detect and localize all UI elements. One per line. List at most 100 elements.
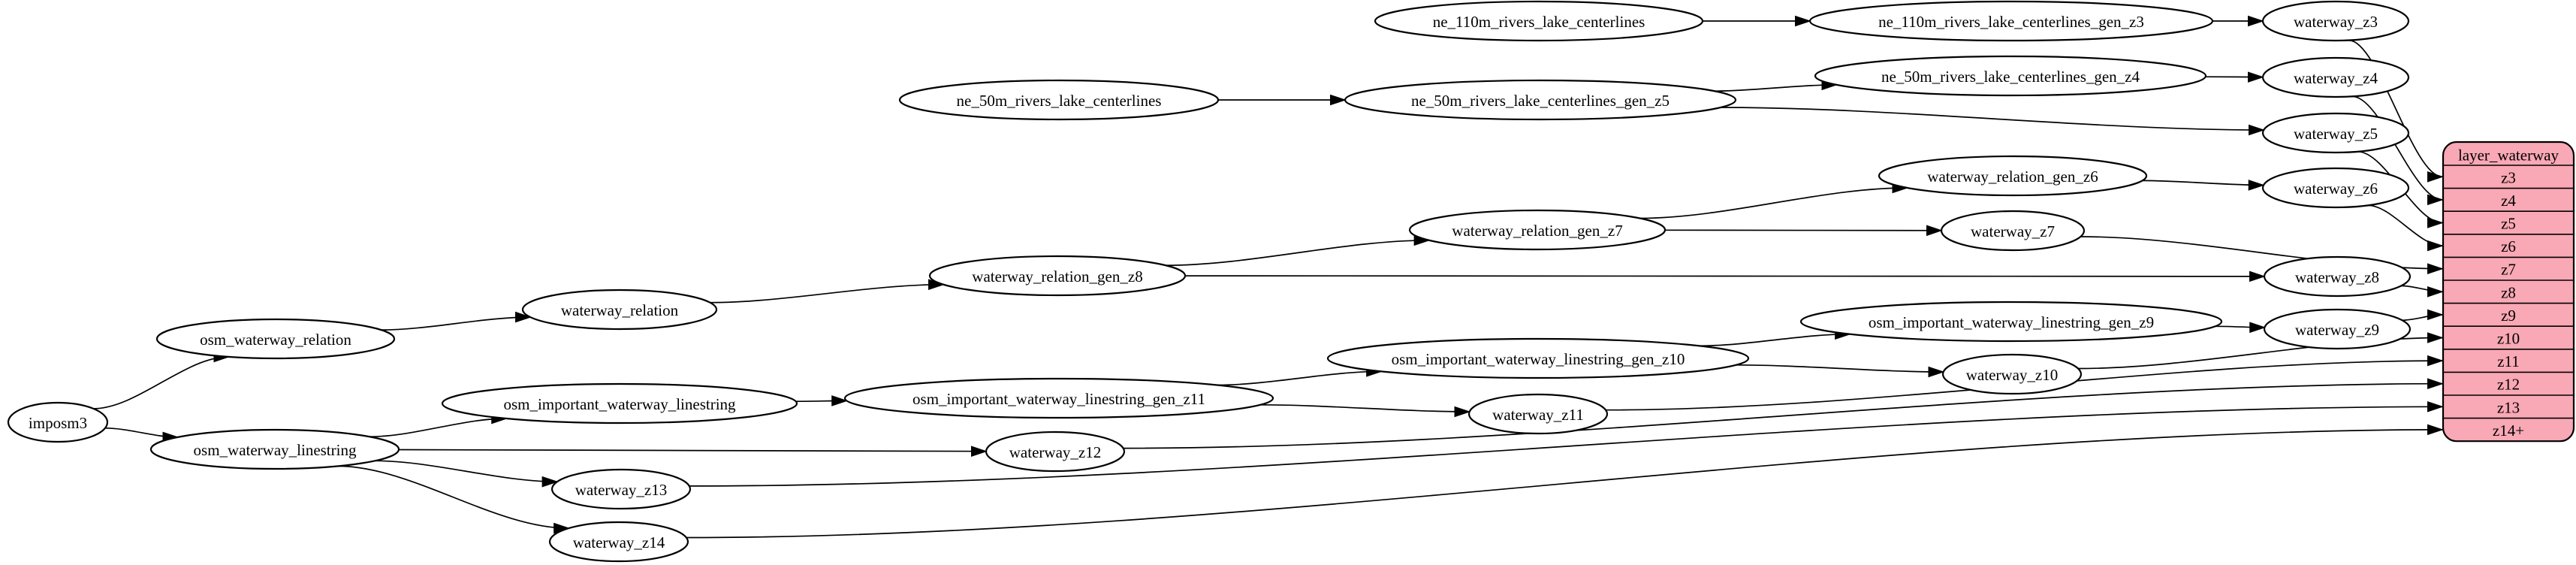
table-row-z6: z6 [2501,237,2516,255]
node-ellipse-ne_50m_rivers_lake_centerlines_gen_z4 [1814,55,2207,97]
edge-osm_important_waterway_linestring_gen_z10-to-osm_important_waterway_linestring_gen_z9 [1699,328,1852,347]
edge-waterway_z4-to-layer_waterway-z4 [2352,95,2444,206]
table-row-z3: z3 [2501,168,2516,186]
node-label-ne_110m_rivers_lake_centerlines_gen_z3: ne_110m_rivers_lake_centerlines_gen_z3 [1878,13,2144,31]
table-row-z10: z10 [2497,330,2520,348]
node-ellipse-ne_110m_rivers_lake_centerlines_gen_z3 [1808,0,2214,42]
edge-osm_important_waterway_linestring_gen_z10-to-waterway_z10 [1736,364,1945,378]
node-label-waterway_z7: waterway_z7 [1971,222,2055,240]
edge-waterway_z12-to-layer_waterway-z12 [1123,378,2444,449]
node-osm_important_waterway_linestring: osm_important_waterway_linestring [441,382,798,425]
edge-osm_waterway_linestring-to-waterway_z13 [375,460,559,488]
table-row-z12: z12 [2497,376,2520,394]
edge-waterway_z6-to-layer_waterway-z6 [2367,204,2444,252]
table-row-z14+: z14+ [2493,421,2524,440]
node-label-ne_110m_rivers_lake_centerlines: ne_110m_rivers_lake_centerlines [1433,13,1645,31]
node-label-waterway_relation: waterway_relation [561,301,679,319]
node-label-osm_important_waterway_linestring_gen_z9: osm_important_waterway_linestring_gen_z9 [1869,313,2154,331]
edge-imposm3-to-osm_waterway_relation [93,351,231,409]
node-ellipse-waterway_z6 [2261,167,2410,209]
table-header: layer_waterway [2458,147,2559,165]
node-label-ne_50m_rivers_lake_centerlines_gen_z4: ne_50m_rivers_lake_centerlines_gen_z4 [1881,68,2140,86]
edge-osm_waterway_linestring-to-osm_important_waterway_linestring [370,412,508,438]
node-ellipse-ne_110m_rivers_lake_centerlines [1374,0,1704,42]
node-waterway_z10: waterway_z10 [1941,353,2083,395]
node-label-osm_important_waterway_linestring_gen_z11: osm_important_waterway_linestring_gen_z1… [912,390,1205,408]
nodes-layer: imposm3 osm_waterway_relation osm_waterway… [7,0,2412,563]
table-row-z13: z13 [2497,398,2520,416]
node-label-waterway_z6: waterway_z6 [2294,180,2378,198]
node-ellipse-waterway_relation_gen_z8 [928,255,1187,297]
table-row-z7: z7 [2501,261,2516,279]
table-row-z8: z8 [2501,283,2516,301]
node-waterway_relation: waterway_relation [521,289,718,331]
node-ne_50m_rivers_lake_centerlines_gen_z4: ne_50m_rivers_lake_centerlines_gen_z4 [1814,55,2207,97]
node-waterway_z4: waterway_z4 [2261,56,2410,98]
node-waterway_relation_gen_z8: waterway_relation_gen_z8 [928,255,1187,297]
node-ellipse-waterway_relation_gen_z7 [1408,209,1667,251]
node-waterway_z6: waterway_z6 [2261,167,2410,209]
node-ellipse-waterway_z9 [2263,308,2412,350]
table-outline [2442,140,2575,443]
node-waterway_z13: waterway_z13 [550,468,692,510]
node-ne_110m_rivers_lake_centerlines: ne_110m_rivers_lake_centerlines [1374,0,1704,42]
edge-waterway_relation_gen_z7-to-waterway_relation_gen_z6 [1639,182,1909,219]
node-label-waterway_z13: waterway_z13 [575,481,667,499]
node-label-waterway_z5: waterway_z5 [2294,125,2378,143]
node-ellipse-waterway_z5 [2261,112,2410,154]
node-waterway_z11: waterway_z11 [1467,393,1609,435]
node-label-waterway_z11: waterway_z11 [1492,406,1584,424]
node-ellipse-waterway_z14 [548,521,689,563]
node-ellipse-osm_important_waterway_linestring_gen_z11 [843,377,1274,419]
table-row-z9: z9 [2501,307,2516,325]
node-ne_50m_rivers_lake_centerlines_gen_z5: ne_50m_rivers_lake_centerlines_gen_z5 [1344,79,1737,121]
table-row-z11: z11 [2497,352,2520,370]
node-label-waterway_z10: waterway_z10 [1966,366,2058,384]
node-label-osm_waterway_linestring: osm_waterway_linestring [194,441,357,459]
node-ne_50m_rivers_lake_centerlines: ne_50m_rivers_lake_centerlines [898,79,1220,121]
edge-osm_important_waterway_linestring-to-osm_important_waterway_linestring_gen_z11 [795,395,849,406]
edge-osm_important_waterway_linestring_gen_z11-to-waterway_z11 [1260,403,1471,418]
node-label-waterway_z12: waterway_z12 [1009,443,1101,461]
node-label-osm_important_waterway_linestring_gen_z10: osm_important_waterway_linestring_gen_z1… [1392,350,1685,368]
node-ellipse-osm_important_waterway_linestring [441,382,798,425]
node-label-waterway_z3: waterway_z3 [2294,13,2378,31]
node-osm_waterway_linestring: osm_waterway_linestring [149,428,400,470]
edge-osm_important_waterway_linestring_gen_z11-to-osm_important_waterway_linestring_gen_z10 [1217,365,1383,386]
node-ellipse-osm_waterway_linestring [149,428,400,470]
node-waterway_relation_gen_z6: waterway_relation_gen_z6 [1878,155,2148,197]
edge-waterway_z8-to-layer_waterway-z8 [2401,285,2444,298]
node-waterway_z9: waterway_z9 [2263,308,2412,350]
edge-waterway_relation_gen_z6-to-waterway_z6 [2142,180,2265,191]
node-label-ne_50m_rivers_lake_centerlines_gen_z5: ne_50m_rivers_lake_centerlines_gen_z5 [1411,92,1670,110]
node-label-osm_waterway_relation: osm_waterway_relation [200,331,351,349]
node-ellipse-waterway_z12 [985,431,1126,473]
node-label-waterway_relation_gen_z7: waterway_relation_gen_z7 [1452,222,1622,240]
edge-waterway_z9-to-layer_waterway-z9 [2402,309,2444,322]
layer-waterway-table: layer_waterwayz3z4z5z6z7z8z9z10z11z12z13… [2442,140,2575,443]
node-ellipse-osm_important_waterway_linestring_gen_z9 [1799,301,2223,343]
edge-osm_waterway_relation-to-waterway_relation [381,311,532,331]
edge-ne_50m_rivers_lake_centerlines_gen_z5-to-ne_50m_rivers_lake_centerlines_gen_z4 [1714,79,1838,92]
node-ellipse-waterway_z3 [2261,0,2410,42]
edge-ne_50m_rivers_lake_centerlines_gen_z5-to-waterway_z5 [1721,107,2265,136]
node-label-imposm3: imposm3 [29,414,87,432]
edge-waterway_z14-to-layer_waterway-z14+ [686,424,2444,539]
edges-layer [93,15,2444,539]
edge-waterway_z13-to-layer_waterway-z13 [689,400,2444,487]
node-label-waterway_z14: waterway_z14 [573,533,665,551]
node-waterway_z7: waterway_z7 [1940,210,2086,252]
edge-waterway_relation_gen_z8-to-waterway_relation_gen_z7 [1166,234,1431,267]
node-ellipse-imposm3 [7,401,109,443]
node-ellipse-waterway_z7 [1940,210,2086,252]
node-ellipse-waterway_z11 [1467,393,1609,435]
node-ellipse-waterway_z10 [1941,353,2083,395]
node-ne_110m_rivers_lake_centerlines_gen_z3: ne_110m_rivers_lake_centerlines_gen_z3 [1808,0,2214,42]
table-row-z5: z5 [2501,215,2516,233]
node-ellipse-waterway_relation_gen_z6 [1878,155,2148,197]
edge-osm_waterway_linestring-to-waterway_z14 [337,465,571,534]
node-waterway_relation_gen_z7: waterway_relation_gen_z7 [1408,209,1667,251]
node-imposm3: imposm3 [7,401,109,443]
node-label-osm_important_waterway_linestring: osm_important_waterway_linestring [503,395,736,413]
